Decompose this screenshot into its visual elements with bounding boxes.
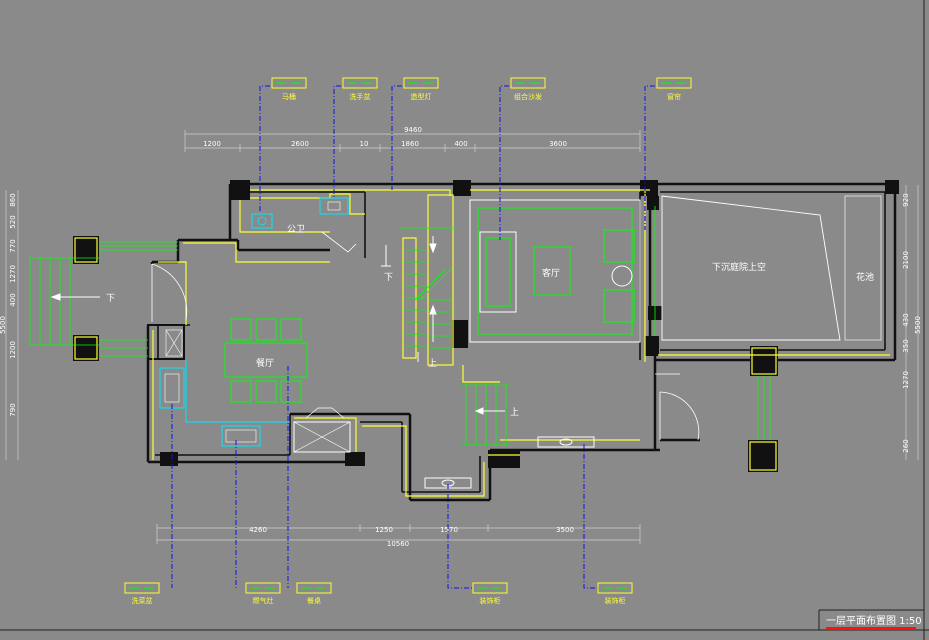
toilet [251,213,273,229]
coffee-table [533,246,571,296]
rug-outer [469,199,641,343]
dining-chair [230,380,252,403]
living-room-furniture [469,199,641,343]
dining-chair [230,318,252,341]
callout-tags-bottom [124,582,633,594]
dim-right-seg: 2100 [902,251,910,269]
entry-stair-down-label: 下 [106,294,115,304]
dim-right-seg: 1270 [902,371,910,389]
bottom-dimension-lines [156,524,641,544]
dim-bottom-total: 10560 [387,540,409,548]
gas-stove [221,425,261,447]
room-label-sunken: 下沉庭院上空 [712,261,766,273]
callout-sofa: 组合沙发 [514,92,542,101]
dim-right-seg: 430 [902,313,910,326]
bottom-dimension-texts: 4260 1250 1570 3500 10560 [249,526,574,548]
dim-top-seg: 1200 [203,140,221,148]
dim-right-total: 5500 [914,316,922,334]
dim-left-seg: 400 [9,293,17,306]
top-dimension-lines [184,130,641,152]
dim-top-total: 9460 [404,126,422,134]
dim-left-seg: 770 [9,239,17,252]
dim-top-seg: 400 [454,140,467,148]
dim-top-seg: 2600 [291,140,309,148]
dim-bottom-seg: 1570 [440,526,458,534]
kitchen-fixtures [159,329,351,453]
dining-furniture [224,318,308,403]
patio-steps [654,206,771,440]
drawing-title: 一层平面布置图 1:50 [826,615,922,627]
sunken-courtyard [661,195,882,341]
sofa [479,231,517,313]
dim-right-seg: 350 [902,339,910,352]
dim-left-seg: 520 [9,215,17,228]
stair-to-living [462,384,510,446]
dim-top-seg: 1860 [401,140,419,148]
dim-top-seg: 3600 [549,140,567,148]
callout-wash-basin: 洗手盆 [350,92,371,101]
top-dimension-texts: 9460 1200 2600 10 1860 400 3600 [203,126,567,148]
rug-inner [477,207,633,335]
stair-arrows [50,236,505,415]
stair-up-label: 上 [428,358,437,369]
callout-tag-dashes [129,82,686,589]
main-stair [400,227,456,349]
callout-labels-bottom: 洗菜盆 燃气灶 餐桌 装饰柜 装饰柜 [132,596,626,605]
wash-basin [319,197,349,215]
callout-gas-stove: 燃气灶 [253,596,274,605]
room-label-bathroom: 公卫 [287,224,305,235]
dining-chair [280,380,302,403]
callout-sink: 洗菜盆 [132,596,153,605]
entry-stair [29,241,178,357]
callout-dining-table: 餐桌 [307,596,321,605]
armchair [603,229,635,263]
doors [151,263,700,441]
left-dimension-texts: 860 520 770 1270 400 1200 790 5500 [0,193,17,416]
callout-toilet: 马桶 [282,92,296,101]
armchair [603,289,635,323]
callout-decor-cabinet: 装饰柜 [480,596,501,605]
decor-cabinet [537,436,595,448]
dim-bottom-seg: 4260 [249,526,267,534]
dim-right-seg: 920 [902,193,910,206]
dim-left-total: 5500 [0,316,7,334]
dim-left-seg: 1200 [9,341,17,359]
callout-curtain: 窗帘 [667,92,681,101]
dining-chair [255,380,277,403]
side-table [611,265,633,287]
dim-left-seg: 860 [9,193,17,206]
room-labels: 公卫 客厅 餐厅 下沉庭院上空 花池 [256,224,874,369]
dim-top-seg: 10 [360,140,369,148]
stair-up-living-label: 上 [510,407,519,418]
dim-left-seg: 1270 [9,265,17,283]
dim-left-seg: 790 [9,403,17,416]
dim-bottom-seg: 3500 [556,526,574,534]
dim-right-seg: 260 [902,439,910,452]
room-label-living: 客厅 [542,267,560,279]
bathroom-fixtures [251,197,357,253]
fridge [293,421,351,453]
stair-down-label: 下 [384,273,393,283]
left-dimension-lines [5,190,19,460]
yellow-outlines [74,189,890,497]
dining-chair [280,318,302,341]
structural-columns [73,180,899,472]
callout-labels-top: 马桶 洗手盆 造型灯 组合沙发 窗帘 [282,92,681,101]
callout-feature-light: 造型灯 [411,92,432,101]
room-label-planter: 花池 [856,271,874,283]
room-label-dining: 餐厅 [256,357,274,369]
dining-chair [255,318,277,341]
dining-table [224,342,308,378]
callout-leaders [171,85,655,589]
callout-tags-top [271,77,692,89]
right-dimension-texts: 920 2100 430 350 1270 260 5500 [902,193,922,452]
right-dimension-lines [905,185,919,460]
dim-bottom-seg: 1250 [375,526,393,534]
callout-decor-cabinet: 装饰柜 [605,596,626,605]
